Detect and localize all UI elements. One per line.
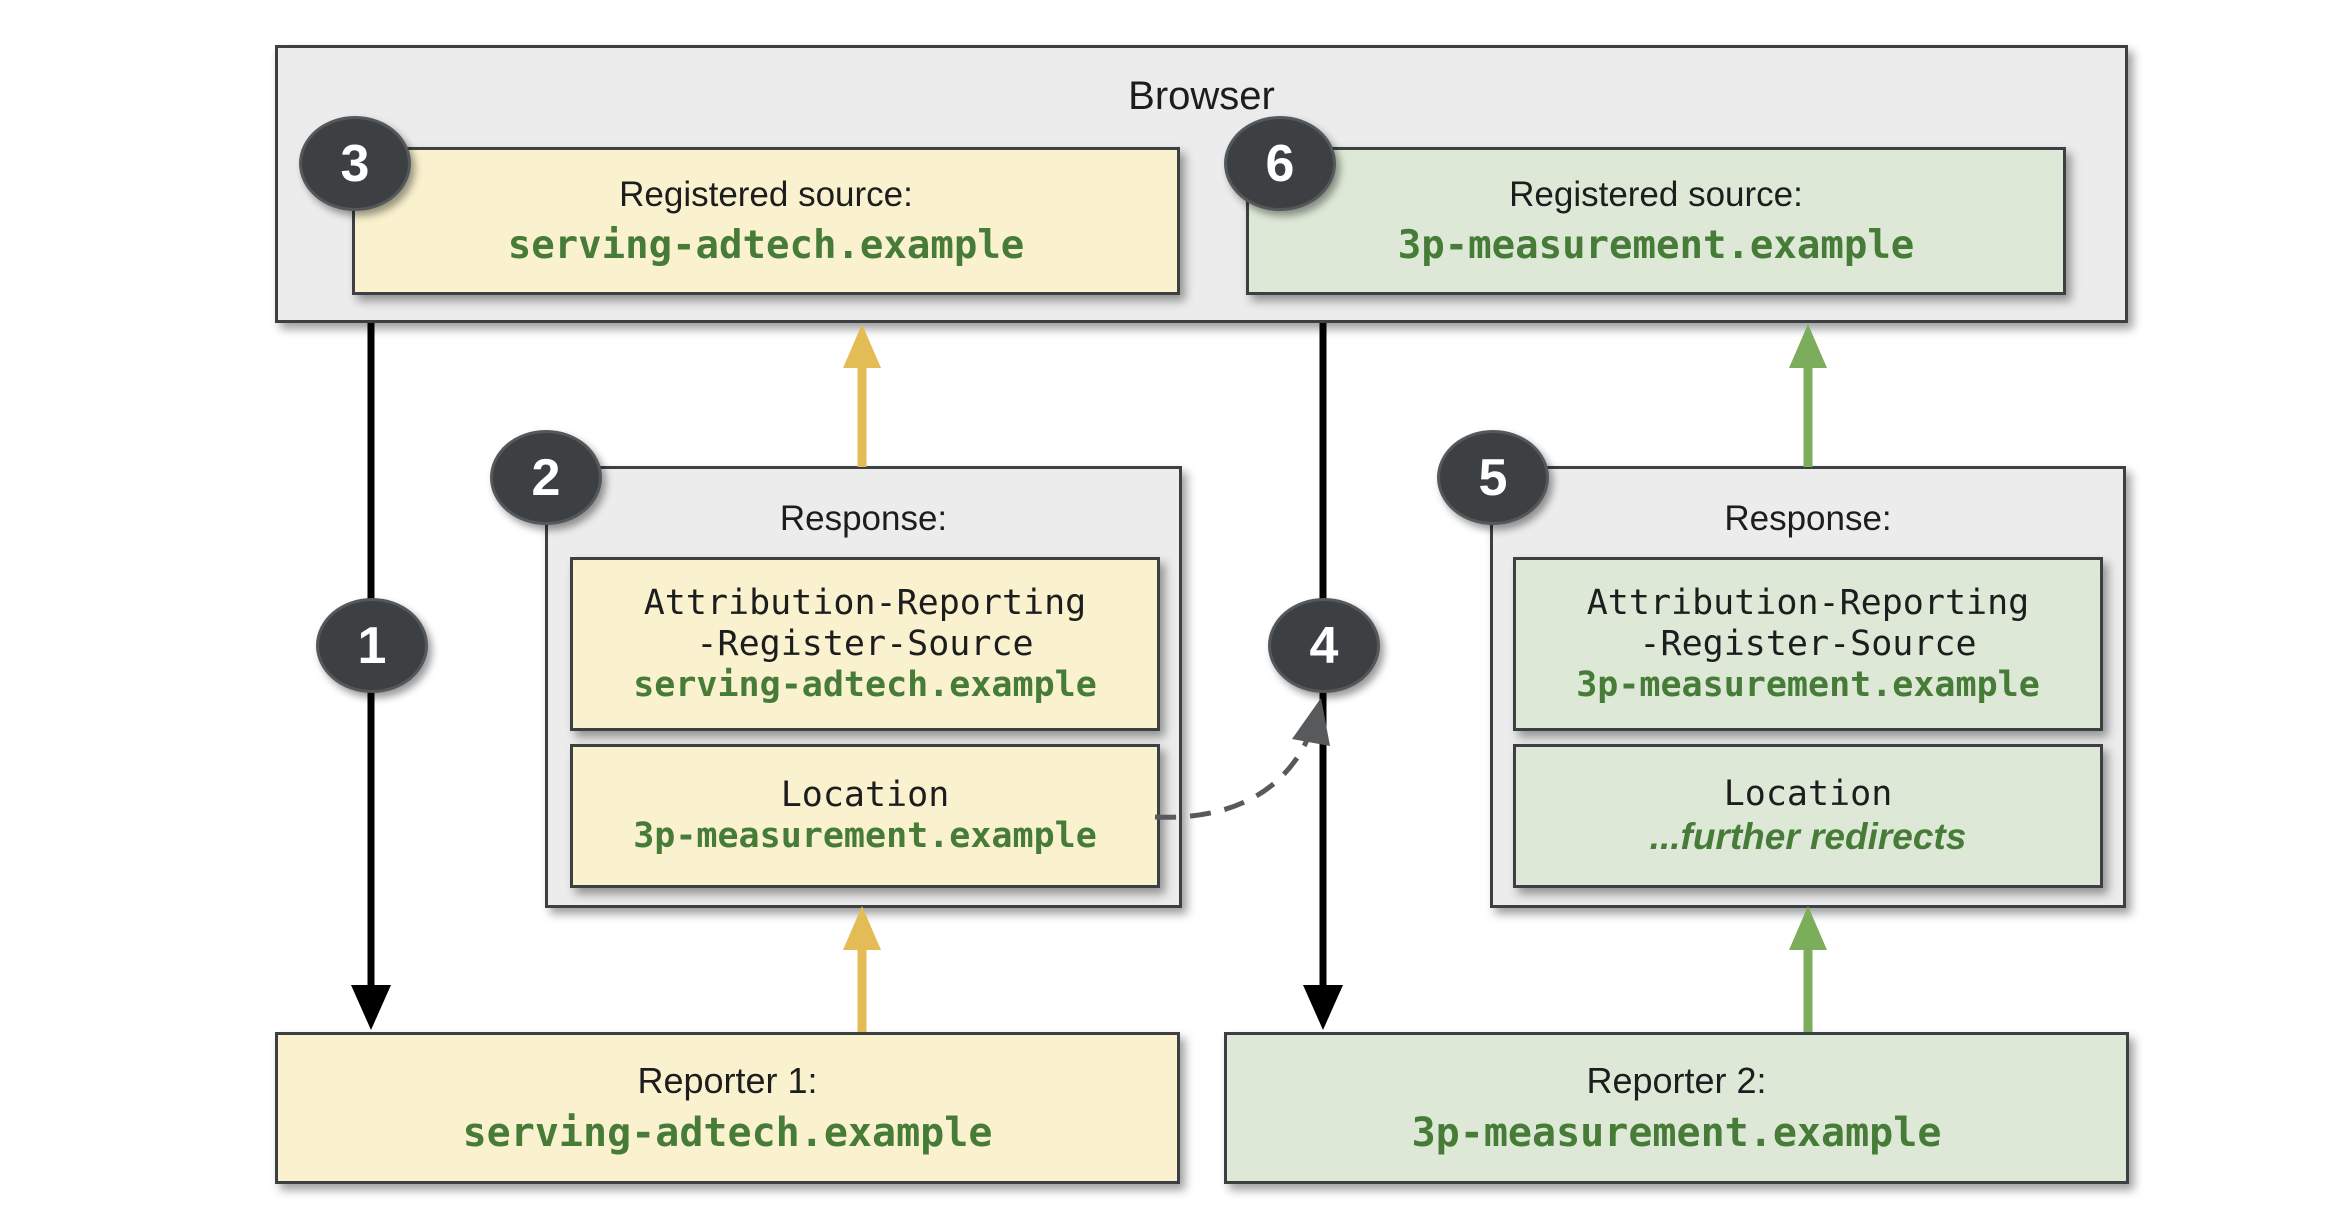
step-badge-4: 4 [1268, 598, 1380, 693]
registered-source-1-label: Registered source: [619, 174, 913, 214]
response-1-header-box: Attribution-Reporting -Register-Source s… [570, 557, 1160, 731]
response-1-location-box: Location 3p-measurement.example [570, 744, 1160, 888]
reporter-2-label: Reporter 2: [1586, 1060, 1767, 1101]
step-badge-6: 6 [1224, 116, 1336, 211]
step-badge-1: 1 [316, 598, 428, 693]
reporter-1-domain: serving-adtech.example [462, 1110, 993, 1156]
step-badge-2: 2 [490, 430, 602, 525]
arrow-response1-to-browser-head [843, 324, 881, 368]
response-2-title: Response: [1724, 499, 1892, 538]
response-2-header-line2: -Register-Source [1639, 623, 1977, 664]
response-2-location-box: Location ...further redirects [1513, 744, 2103, 888]
response-2-location-label: Location [1723, 773, 1893, 814]
reporter-2-box: Reporter 2: 3p-measurement.example [1224, 1032, 2129, 1184]
response-2-header-box: Attribution-Reporting -Register-Source 3… [1513, 557, 2103, 731]
response-2-header-domain: 3p-measurement.example [1576, 664, 2040, 705]
response-1-header-line1: Attribution-Reporting [643, 582, 1087, 623]
registered-source-1-domain: serving-adtech.example [507, 222, 1025, 268]
registered-source-2-label: Registered source: [1509, 174, 1803, 214]
step-badge-3: 3 [299, 116, 411, 211]
response-1-header-line2: -Register-Source [696, 623, 1034, 664]
browser-title: Browser [1128, 74, 1275, 118]
arrow-reporter1-to-response1-head [843, 906, 881, 950]
reporter-2-domain: 3p-measurement.example [1411, 1110, 1942, 1156]
step-badge-5: 5 [1437, 430, 1549, 525]
arrow-browser-to-reporter2-head [1303, 985, 1343, 1030]
response-2-location-value: ...further redirects [1649, 815, 1967, 857]
response-1-box: Response: Attribution-Reporting -Registe… [545, 466, 1182, 908]
response-1-location-value: 3p-measurement.example [633, 816, 1097, 856]
response-2-header-line1: Attribution-Reporting [1586, 582, 2030, 623]
reporter-1-box: Reporter 1: serving-adtech.example [275, 1032, 1180, 1184]
browser-container: Browser Registered source: serving-adtec… [275, 45, 2128, 323]
arrow-response2-to-browser-head [1789, 324, 1827, 368]
reporter-1-label: Reporter 1: [637, 1060, 818, 1101]
registered-source-1-box: Registered source: serving-adtech.exampl… [352, 147, 1180, 295]
arrow-browser-to-reporter1-head [351, 985, 391, 1030]
registered-source-2-domain: 3p-measurement.example [1397, 222, 1915, 268]
arrow-redirect-dashed-head [1292, 698, 1330, 746]
response-1-title: Response: [779, 499, 948, 538]
response-2-box: Response: Attribution-Reporting -Registe… [1490, 466, 2126, 908]
registered-source-2-box: Registered source: 3p-measurement.exampl… [1246, 147, 2066, 295]
arrow-reporter2-to-response2-head [1789, 906, 1827, 950]
response-1-header-domain: serving-adtech.example [633, 664, 1097, 705]
response-1-location-label: Location [780, 775, 950, 815]
